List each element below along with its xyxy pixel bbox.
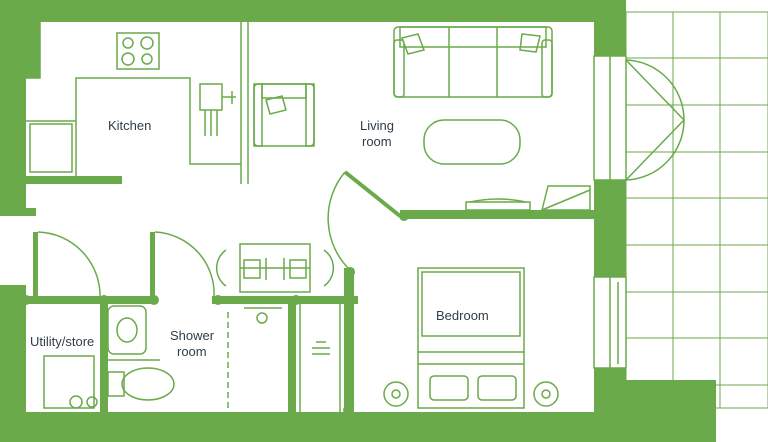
left-wall-lower [0, 285, 26, 420]
basin-icon [107, 305, 147, 355]
hanger-icons [312, 341, 330, 355]
utility-store-label: Utility/store [30, 334, 94, 349]
coffee-table-icon [423, 119, 521, 165]
door-hinges [21, 211, 409, 415]
pillow-icon [429, 375, 469, 401]
bedroom-label: Bedroom [436, 308, 489, 323]
sink-icon [199, 83, 223, 111]
bathroom-fixtures [107, 305, 330, 412]
top-wall [0, 0, 626, 22]
bedside-lamp-icon [383, 381, 409, 407]
shower-room-label-line1: Shower [170, 328, 215, 343]
toilet-icon [121, 367, 175, 401]
armchair-icon [253, 83, 315, 147]
room-labels: Kitchen Living room Bedroom Shower room … [30, 118, 489, 359]
kitchen-fixtures [29, 32, 236, 173]
kitchen-wall [26, 176, 122, 184]
thin-walls [26, 22, 341, 412]
washing-machine-icon [43, 355, 95, 409]
utility-fixtures [43, 355, 98, 409]
hob-icon [116, 32, 160, 70]
living-room-label-line2: room [362, 134, 392, 149]
bedroom-furniture [383, 267, 559, 409]
bed-icon [417, 267, 525, 409]
left-wall-upper [0, 0, 40, 78]
right-wall [594, 0, 626, 56]
shower-head-icon [256, 312, 268, 324]
balcony-tile-grid [625, 11, 768, 409]
living-room-door [343, 170, 402, 218]
door-swings [37, 59, 685, 299]
windows [593, 55, 627, 369]
kitchen-label: Kitchen [108, 118, 151, 133]
dining-set [215, 243, 335, 293]
tv-unit-icon [465, 201, 531, 211]
walls [0, 0, 716, 442]
shower-room-label-line2: room [177, 344, 207, 359]
fridge-icon [29, 123, 73, 173]
bedroom-wall [400, 210, 596, 219]
living-furniture [253, 26, 591, 211]
living-room-label-line1: Living [360, 118, 394, 133]
sofa-icon [393, 26, 553, 98]
